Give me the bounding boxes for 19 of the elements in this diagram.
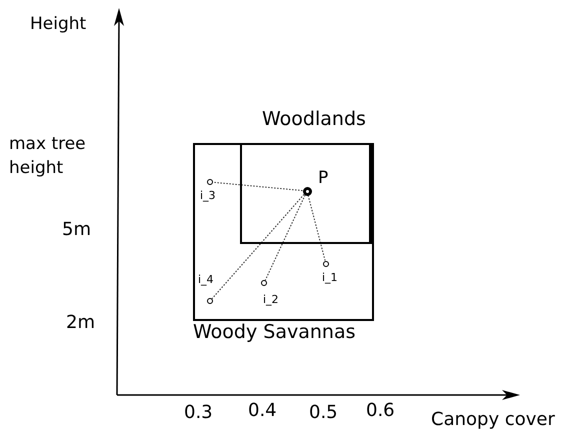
tick-label: 0.6: [366, 399, 396, 423]
tick-label: 5m: [62, 218, 92, 242]
region-label: Woody Savannas: [193, 321, 356, 343]
tick-label: 0.3: [184, 401, 214, 425]
dotted-line: [308, 194, 326, 262]
point-label: P: [318, 168, 328, 188]
tick-label: 0.4: [248, 399, 278, 423]
region-label: Woodlands: [262, 108, 366, 130]
axis-title: Height: [30, 13, 88, 36]
axis-label: max tree height: [9, 133, 87, 180]
point-label: i_4: [198, 274, 214, 286]
axis-title: Canopy cover: [431, 408, 556, 429]
point-label: i_2: [263, 294, 279, 306]
point-label: i_1: [322, 272, 338, 284]
tick-label: 0.5: [309, 401, 339, 425]
dotted-line: [264, 194, 306, 281]
point-label: i_3: [200, 190, 216, 202]
dotted-line: [212, 182, 304, 192]
tick-label: 2m: [66, 311, 96, 335]
